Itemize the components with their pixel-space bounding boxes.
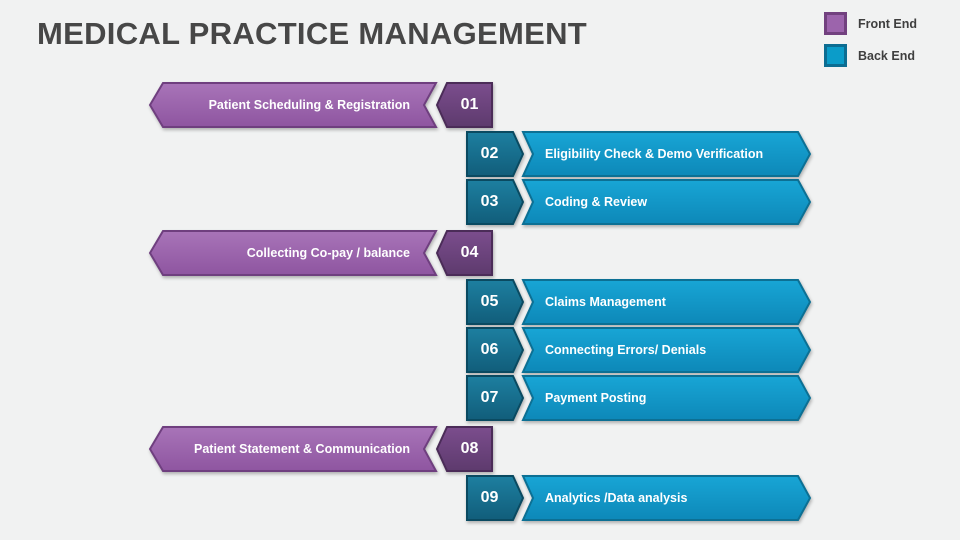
step-number: 01 — [460, 96, 479, 113]
right-arrow-band-shape — [466, 475, 812, 521]
step-01-row: Patient Scheduling & Registration 01 — [0, 82, 960, 128]
step-number: 08 — [460, 440, 479, 457]
step-08-row: Patient Statement & Communication 08 — [0, 426, 960, 472]
step-number: 03 — [480, 193, 499, 210]
left-arrow-band-shape — [148, 230, 493, 276]
step-03-row: 03 Coding & Review — [0, 179, 960, 225]
step-label: Claims Management — [545, 295, 666, 309]
step-label: Connecting Errors/ Denials — [545, 343, 707, 357]
page-title: MEDICAL PRACTICE MANAGEMENT — [37, 16, 588, 51]
step-number: 06 — [480, 341, 499, 358]
step-04-row: Collecting Co-pay / balance 04 — [0, 230, 960, 276]
legend-label-back-end: Back End — [858, 48, 915, 63]
step-02-row: 02 Eligibility Check & Demo Verification — [0, 131, 960, 177]
right-arrow-band-shape — [466, 375, 812, 421]
right-arrow-band-shape — [466, 179, 812, 225]
step-05-row: 05 Claims Management — [0, 279, 960, 325]
right-arrow-band-shape — [466, 131, 812, 177]
step-number: 04 — [460, 244, 479, 261]
step-label: Eligibility Check & Demo Verification — [545, 147, 764, 161]
step-07-row: 07 Payment Posting — [0, 375, 960, 421]
step-number: 09 — [480, 489, 499, 506]
step-number: 02 — [480, 145, 499, 162]
step-label: Coding & Review — [545, 195, 648, 209]
step-number: 05 — [480, 293, 499, 310]
left-arrow-band-shape — [148, 426, 493, 472]
step-06-row: 06 Connecting Errors/ Denials — [0, 327, 960, 373]
legend: Front End Back End — [824, 12, 917, 76]
legend-label-front-end: Front End — [858, 16, 918, 31]
legend-item-front-end: Front End — [824, 12, 917, 35]
step-number: 07 — [480, 389, 499, 406]
step-label: Payment Posting — [545, 391, 647, 405]
front-end-color-swatch-icon — [824, 12, 847, 35]
back-end-color-swatch-icon — [824, 44, 847, 67]
step-label: Patient Scheduling & Registration — [208, 98, 410, 112]
step-label: Patient Statement & Communication — [194, 442, 410, 456]
step-label: Analytics /Data analysis — [545, 491, 688, 505]
step-09-row: 09 Analytics /Data analysis — [0, 475, 960, 521]
legend-item-back-end: Back End — [824, 44, 917, 67]
right-arrow-band-shape — [466, 327, 812, 373]
right-arrow-band-shape — [466, 279, 812, 325]
step-label: Collecting Co-pay / balance — [246, 246, 410, 260]
left-arrow-band-shape — [148, 82, 493, 128]
